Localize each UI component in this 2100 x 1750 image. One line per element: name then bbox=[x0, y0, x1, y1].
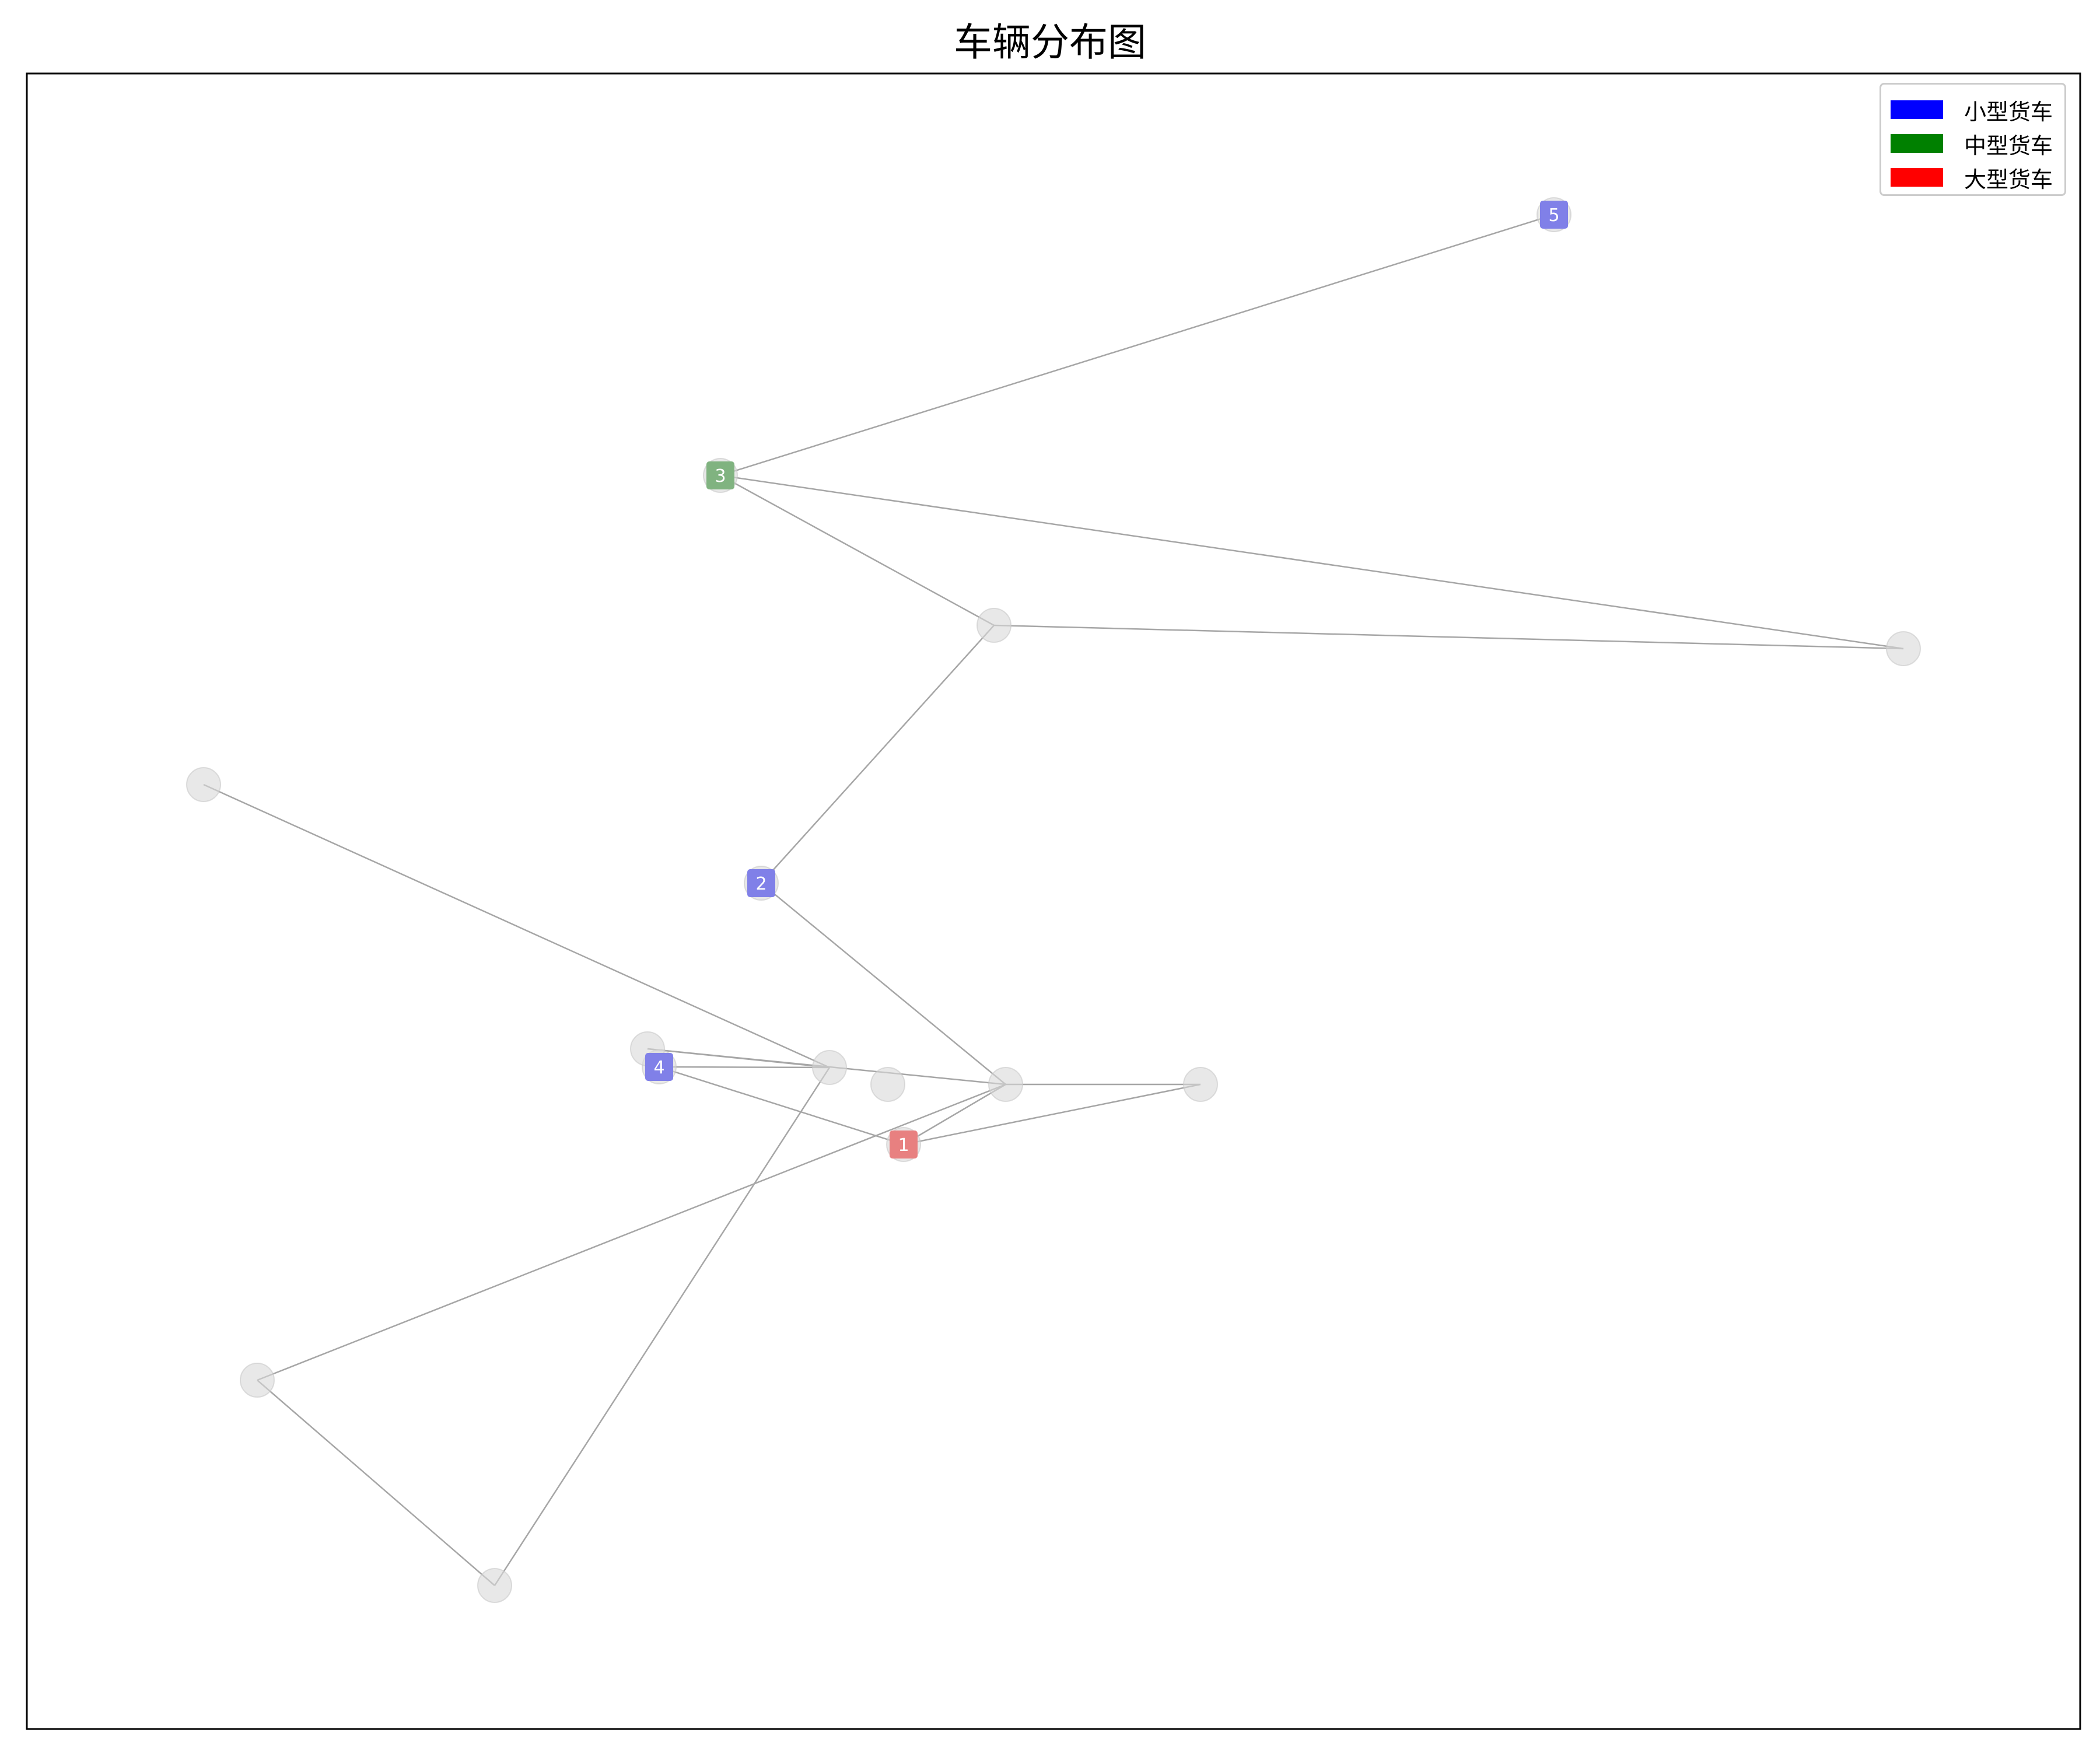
legend-item-medium-truck: 中型货车 bbox=[1891, 127, 2055, 160]
vehicle-1: 1 bbox=[890, 1130, 918, 1158]
edge-n8-n9 bbox=[647, 1048, 830, 1069]
edge-n11-n13 bbox=[903, 1083, 1006, 1146]
edge-n14-n11 bbox=[257, 1083, 1006, 1381]
node-n10 bbox=[870, 1067, 905, 1102]
chart-title: 车辆分布图 bbox=[954, 20, 1146, 65]
node-n12 bbox=[1183, 1067, 1218, 1102]
legend-swatch bbox=[1891, 100, 1943, 119]
vehicle-4: 4 bbox=[645, 1053, 673, 1081]
vehicle-label: 5 bbox=[1548, 205, 1559, 226]
node-n11 bbox=[988, 1067, 1023, 1102]
legend-label: 小型货车 bbox=[1964, 99, 2053, 125]
vehicle-marker bbox=[645, 1053, 673, 1081]
nodes-layer bbox=[186, 197, 1921, 1603]
legend-swatch bbox=[1891, 134, 1943, 153]
legend-item-small-truck: 小型货车 bbox=[1891, 93, 2055, 127]
edge-n4-n13 bbox=[659, 1066, 904, 1146]
vehicle-label: 4 bbox=[653, 1058, 664, 1078]
node-n15 bbox=[477, 1568, 512, 1603]
edge-n6-n3 bbox=[720, 474, 995, 626]
vehicle-marker bbox=[706, 461, 734, 489]
legend-label: 大型货车 bbox=[1964, 166, 2053, 192]
node-n14 bbox=[240, 1363, 275, 1398]
vehicle-3: 3 bbox=[706, 461, 734, 489]
vehicle-label: 1 bbox=[898, 1135, 909, 1156]
legend-label: 中型货车 bbox=[1964, 132, 2053, 159]
edge-n13-n12 bbox=[903, 1083, 1201, 1146]
vehicle-label: 2 bbox=[755, 874, 766, 894]
edge-n1-n9 bbox=[203, 783, 830, 1069]
edge-n7-n6 bbox=[993, 624, 1904, 650]
vehicles-layer: 1 2 3 4 5 bbox=[645, 201, 1568, 1158]
plot-frame bbox=[26, 72, 2081, 1730]
edge-n3-n7 bbox=[720, 474, 1904, 650]
node-n9 bbox=[812, 1050, 847, 1085]
vehicle-marker bbox=[747, 869, 775, 897]
edge-n4-n9 bbox=[659, 1066, 830, 1069]
vehicle-label: 3 bbox=[715, 466, 726, 487]
node-n7 bbox=[1886, 631, 1921, 666]
edge-n3-n5 bbox=[720, 214, 1555, 477]
vehicle-marker bbox=[1540, 201, 1568, 229]
legend: 小型货车 中型货车 大型货车 bbox=[1880, 83, 2066, 196]
legend-item-large-truck: 大型货车 bbox=[1891, 160, 2055, 194]
edges-layer bbox=[203, 214, 1904, 1586]
vehicle-2: 2 bbox=[747, 869, 775, 897]
edge-n9-n15 bbox=[494, 1067, 831, 1586]
node-n6 bbox=[977, 608, 1012, 643]
edge-n2-n6 bbox=[761, 625, 995, 884]
node-n1 bbox=[186, 767, 221, 802]
vehicle-marker bbox=[890, 1130, 918, 1158]
vehicle-5: 5 bbox=[1540, 201, 1568, 229]
edge-n11-n2 bbox=[761, 883, 1006, 1085]
edge-n15-n14 bbox=[257, 1380, 495, 1586]
legend-swatch bbox=[1891, 168, 1943, 187]
